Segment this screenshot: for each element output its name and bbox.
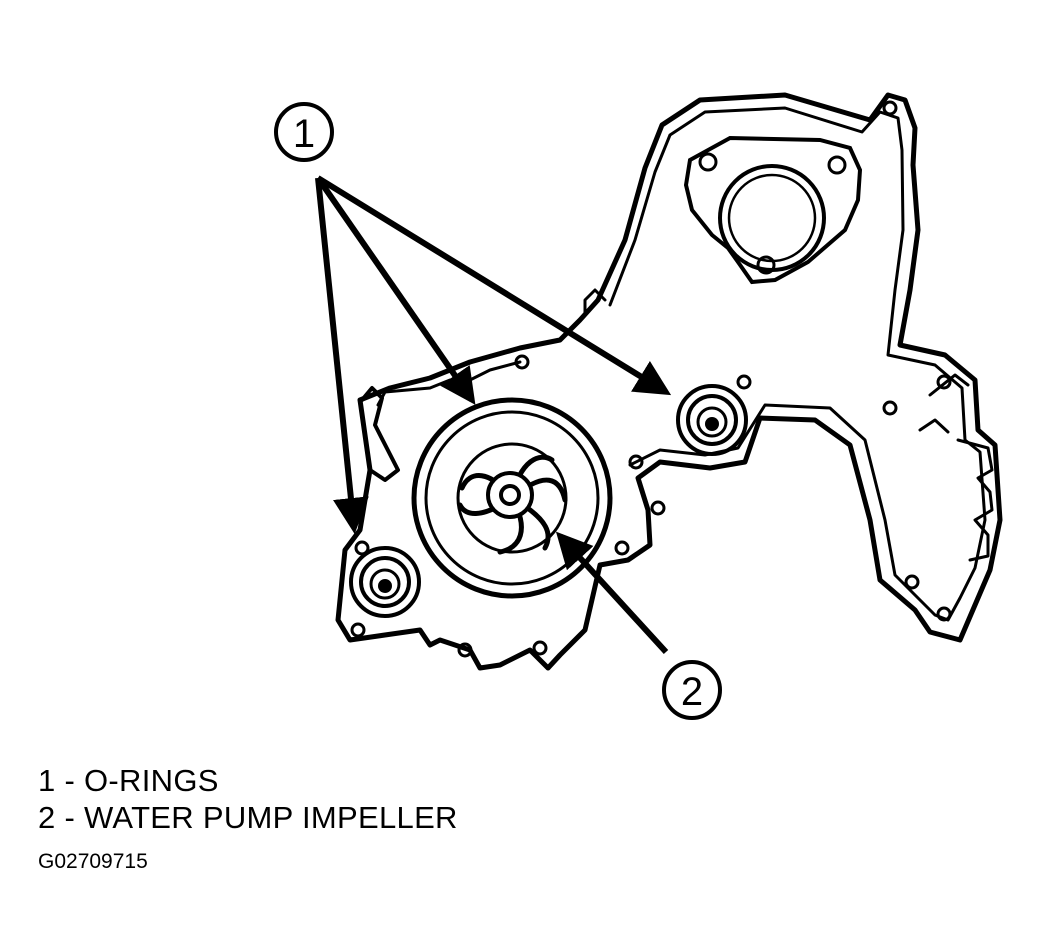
legend: 1 - O-RINGS 2 - WATER PUMP IMPELLER xyxy=(38,762,458,836)
flange-bolt-hole xyxy=(756,255,776,275)
bolt-hole xyxy=(882,100,898,116)
bolt-hole xyxy=(650,500,666,516)
pump-housing-ring xyxy=(424,410,600,586)
arrow-to-left-o-ring xyxy=(315,177,369,534)
cover-right-flange xyxy=(956,438,994,562)
arrow-to-impeller xyxy=(555,531,669,655)
water-pump-impeller xyxy=(411,397,613,599)
cover-inner-outline xyxy=(608,106,987,622)
port-hole xyxy=(378,579,392,593)
callout-number: 2 xyxy=(681,670,703,714)
cover-lug-left xyxy=(360,386,400,482)
o-ring xyxy=(686,394,738,446)
callout-1: 1 xyxy=(274,102,334,162)
pump-housing-outer xyxy=(411,397,613,599)
engine-front-cover xyxy=(335,92,1003,671)
leader-arrows xyxy=(315,175,672,655)
flange-bolt-hole xyxy=(827,155,847,175)
bolt-hole xyxy=(457,642,473,658)
cover-right-flange-detail xyxy=(918,373,970,434)
port-boss xyxy=(676,384,748,456)
bolt-hole xyxy=(350,622,366,638)
bolt-hole xyxy=(736,374,752,390)
impeller-hub-bore xyxy=(499,484,521,506)
o-ring xyxy=(359,556,411,608)
housing-bolt-holes xyxy=(350,100,952,658)
o-ring-inner xyxy=(696,406,728,438)
bolt-hole xyxy=(882,400,898,416)
upper-mounting-flange xyxy=(683,135,863,285)
bolt-hole xyxy=(614,540,630,556)
bolt-hole xyxy=(628,454,644,470)
flange-bore xyxy=(718,164,826,272)
impeller-hub xyxy=(486,471,534,519)
bolt-hole xyxy=(904,574,920,590)
callout-circle xyxy=(274,102,334,162)
port-boss xyxy=(349,546,421,618)
arrow-to-middle-o-ring xyxy=(316,175,672,396)
callout-2: 2 xyxy=(662,660,722,720)
bolt-hole xyxy=(514,354,530,370)
o-ring-inner xyxy=(369,568,401,600)
cover-outer-outline xyxy=(335,92,1003,671)
legend-item-impeller: 2 - WATER PUMP IMPELLER xyxy=(38,800,458,835)
o-ring-port-left xyxy=(349,546,421,618)
bolt-hole xyxy=(936,606,952,622)
port-hole xyxy=(705,417,719,431)
o-ring-port-middle xyxy=(676,384,748,456)
flange-outline xyxy=(683,135,863,285)
flange-bore-inner xyxy=(727,173,817,263)
bolt-hole xyxy=(354,540,370,556)
bolt-hole xyxy=(532,640,548,656)
figure-id: G02709715 xyxy=(38,850,148,873)
callout-circle xyxy=(662,660,722,720)
callout-number: 1 xyxy=(293,112,315,156)
flange-bolt-hole xyxy=(698,152,718,172)
bolt-hole xyxy=(936,374,952,390)
legend-item-o-rings: 1 - O-RINGS xyxy=(38,763,219,798)
cover-rib-upper xyxy=(583,288,607,317)
arrow-to-impeller-housing xyxy=(315,176,476,405)
